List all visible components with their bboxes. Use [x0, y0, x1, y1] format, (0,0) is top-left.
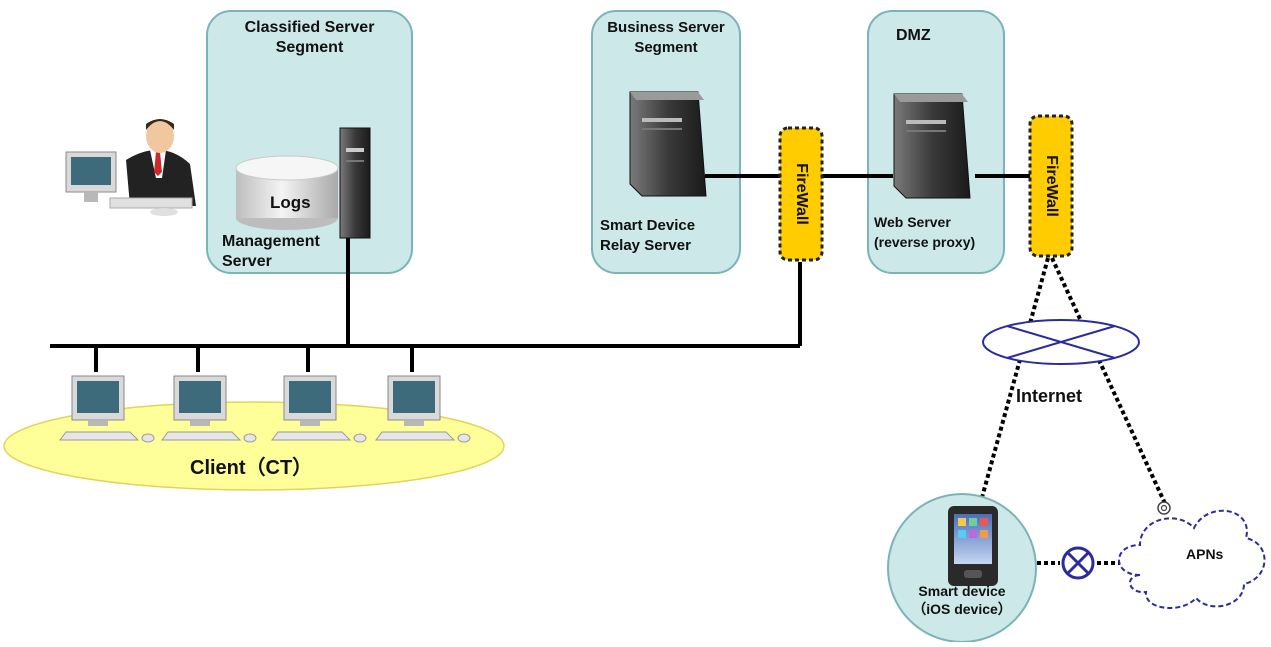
- internet-link-to-apns: [1050, 257, 1170, 511]
- administrator-icon: [65, 119, 196, 216]
- business-segment-title: Business Server Segment: [592, 18, 740, 58]
- client-zone: [3, 401, 505, 491]
- relay-server-label-line1: Smart Device: [600, 217, 696, 234]
- classified-segment-title: Classified Server Segment: [207, 18, 412, 58]
- relay-server-icon: [629, 91, 707, 197]
- firewall-2-label: FireWall: [1043, 155, 1060, 217]
- web-server-label-line1: Web Server: [874, 214, 951, 230]
- web-server-label-line2: (reverse proxy): [874, 234, 976, 250]
- relay-server-label: Smart Device Relay Server: [600, 216, 695, 256]
- web-server-label: Web Server (reverse proxy): [874, 212, 975, 252]
- dmz-title: DMZ: [896, 27, 931, 44]
- firewall-1-label: FireWall: [793, 163, 810, 225]
- smartphone-icon: [948, 506, 998, 586]
- management-server-label: Management Server: [222, 232, 320, 272]
- smart-device-label: Smart device （iOS device）: [900, 582, 1024, 618]
- management-server-icon: [339, 127, 371, 239]
- management-server-label-line1: Management: [222, 233, 320, 250]
- apns-label: APNs: [1186, 546, 1224, 562]
- network-lines: [50, 174, 1030, 372]
- internet-link-to-device: [976, 257, 1050, 513]
- relay-server-label-line2: Relay Server: [600, 237, 691, 254]
- classified-segment-title-line2: Segment: [275, 39, 344, 56]
- firewall-1: [778, 126, 824, 262]
- business-segment-title-line2: Segment: [634, 39, 698, 56]
- apns-cloud: [1118, 509, 1266, 610]
- connection-blocked-icon: [1061, 546, 1095, 580]
- firewall-2: [1028, 114, 1074, 258]
- internet-cloud: [982, 319, 1140, 365]
- logs-database-icon: [235, 155, 339, 230]
- at-sign-icon: [1157, 501, 1171, 515]
- management-server-label-line2: Server: [222, 253, 272, 270]
- logs-label: Logs: [270, 193, 311, 212]
- internet-label: Internet: [1016, 386, 1083, 406]
- smart-device-label-line2: （iOS device）: [912, 601, 1012, 617]
- classified-segment-title-line1: Classified Server: [244, 19, 375, 36]
- smart-device-label-line1: Smart device: [918, 583, 1006, 599]
- web-server-icon: [893, 93, 971, 199]
- business-segment-title-line1: Business Server: [607, 19, 725, 36]
- client-label: Client（CT）: [190, 457, 313, 479]
